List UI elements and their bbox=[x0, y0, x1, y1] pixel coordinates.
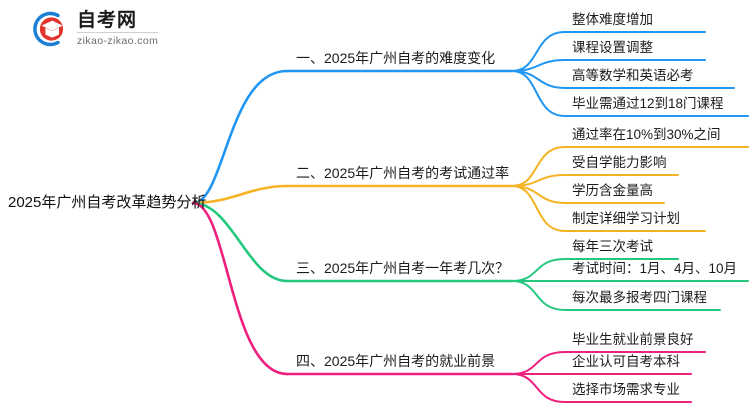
mindmap-branch-node-2[interactable]: 二、2025年广州自考的考试通过率 bbox=[296, 165, 510, 181]
mindmap-leaf-node-4-3[interactable]: 选择市场需求专业 bbox=[572, 382, 680, 397]
mindmap-leaf-node-4-2[interactable]: 企业认可自考本科 bbox=[572, 354, 680, 369]
mindmap-leaf-node-2-1[interactable]: 通过率在10%到30%之间 bbox=[572, 127, 721, 142]
mindmap-leaf-node-2-2[interactable]: 受自学能力影响 bbox=[572, 155, 667, 170]
mindmap-leaf-node-4-1[interactable]: 毕业生就业前景良好 bbox=[572, 332, 694, 347]
mindmap-leaf-node-3-2[interactable]: 考试时间：1月、4月、10月 bbox=[572, 261, 738, 276]
logo-title: 自考网 bbox=[77, 11, 159, 34]
mindmap-leaf-node-2-3[interactable]: 学历含金量高 bbox=[572, 183, 653, 198]
site-logo: 自考网 zikao-zikao.com bbox=[28, 8, 159, 50]
mindmap-branch-node-3[interactable]: 三、2025年广州自考一年考几次？ bbox=[296, 260, 510, 276]
logo-domain: zikao-zikao.com bbox=[77, 35, 159, 48]
mindmap-leaf-node-2-4[interactable]: 制定详细学习计划 bbox=[572, 211, 680, 226]
graduation-cap-swoosh-logo-icon bbox=[28, 8, 70, 50]
mindmap-branch-node-1[interactable]: 一、2025年广州自考的难度变化 bbox=[296, 50, 496, 66]
logo-text: 自考网 zikao-zikao.com bbox=[77, 11, 159, 48]
mindmap-leaf-node-1-4[interactable]: 毕业需通过12到18门课程 bbox=[572, 96, 724, 111]
mindmap-leaf-node-3-1[interactable]: 每年三次考试 bbox=[572, 239, 653, 254]
mindmap-root-node[interactable]: 2025年广州自考改革趋势分析 bbox=[8, 194, 207, 211]
mindmap-leaf-node-1-3[interactable]: 高等数学和英语必考 bbox=[572, 68, 694, 83]
mindmap-leaf-node-1-2[interactable]: 课程设置调整 bbox=[572, 40, 653, 55]
mindmap-branch-node-4[interactable]: 四、2025年广州自考的就业前景 bbox=[296, 353, 496, 369]
mindmap-leaf-node-3-3[interactable]: 每次最多报考四门课程 bbox=[572, 290, 707, 305]
mindmap-leaf-node-1-1[interactable]: 整体难度增加 bbox=[572, 12, 653, 27]
